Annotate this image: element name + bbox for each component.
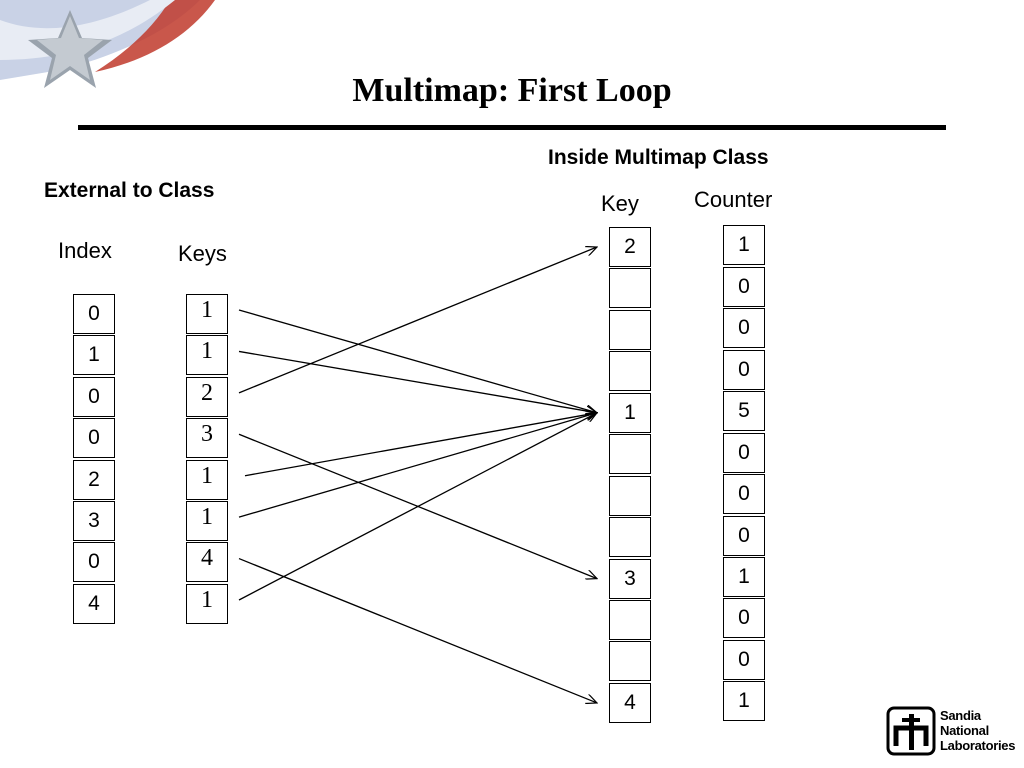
multimap-key-cell: [609, 268, 651, 308]
multimap-key-cell: 1: [609, 393, 651, 433]
flag-star-logo: [0, 0, 215, 88]
index-cell: 0: [73, 294, 115, 334]
key-cell: 1: [186, 584, 228, 624]
multimap-key-cell: 4: [609, 683, 651, 723]
index-label: Index: [58, 238, 112, 263]
multimap-key-cell: [609, 476, 651, 516]
key-cell: 4: [186, 542, 228, 582]
slide-title: Multimap: First Loop: [352, 72, 672, 109]
key-cell: 1: [186, 294, 228, 334]
multimap-key-cell: 2: [609, 227, 651, 267]
mapping-arrow-1: [238, 350, 597, 412]
multimap-key-cell: [609, 310, 651, 350]
mapping-arrow-2: [238, 247, 597, 394]
counter-cell: 0: [723, 433, 765, 473]
counter-cell: 0: [723, 640, 765, 680]
mapping-arrow-5: [238, 413, 597, 518]
title-divider: [78, 125, 946, 130]
index-cell: 0: [73, 377, 115, 417]
counter-cell: 0: [723, 474, 765, 514]
counter-cell: 0: [723, 350, 765, 390]
mapping-arrow-6: [238, 557, 597, 703]
key-cell: 1: [186, 335, 228, 375]
key-cell: 1: [186, 460, 228, 500]
thunderbird-icon: [886, 706, 936, 756]
multimap-key-cell: [609, 517, 651, 557]
index-cell: 2: [73, 460, 115, 500]
counter-cell: 5: [723, 391, 765, 431]
sandia-logo: Sandia National Laboratories: [886, 706, 1016, 760]
key-label: Key: [601, 191, 639, 216]
counter-cell: 1: [723, 557, 765, 597]
external-heading: External to Class: [44, 179, 215, 202]
mapping-arrow-4: [244, 413, 597, 477]
key-cell: 3: [186, 418, 228, 458]
multimap-key-cell: [609, 434, 651, 474]
counter-cell: 0: [723, 516, 765, 556]
multimap-key-cell: [609, 641, 651, 681]
index-cell: 1: [73, 335, 115, 375]
counter-cell: 0: [723, 308, 765, 348]
counter-label: Counter: [694, 187, 773, 212]
index-cell: 0: [73, 542, 115, 582]
counter-cell: 1: [723, 225, 765, 265]
mapping-arrow-0: [238, 309, 597, 413]
index-cell: 4: [73, 584, 115, 624]
keys-label: Keys: [178, 241, 227, 266]
key-cell: 1: [186, 501, 228, 541]
multimap-key-cell: [609, 351, 651, 391]
inside-heading: Inside Multimap Class: [548, 146, 769, 169]
mapping-arrow-7: [238, 413, 597, 601]
key-cell: 2: [186, 377, 228, 417]
index-cell: 3: [73, 501, 115, 541]
multimap-key-cell: 3: [609, 559, 651, 599]
multimap-key-cell: [609, 600, 651, 640]
sandia-logo-text: Sandia National Laboratories: [940, 708, 1016, 753]
index-cell: 0: [73, 418, 115, 458]
counter-cell: 0: [723, 267, 765, 307]
counter-cell: 0: [723, 598, 765, 638]
counter-cell: 1: [723, 681, 765, 721]
